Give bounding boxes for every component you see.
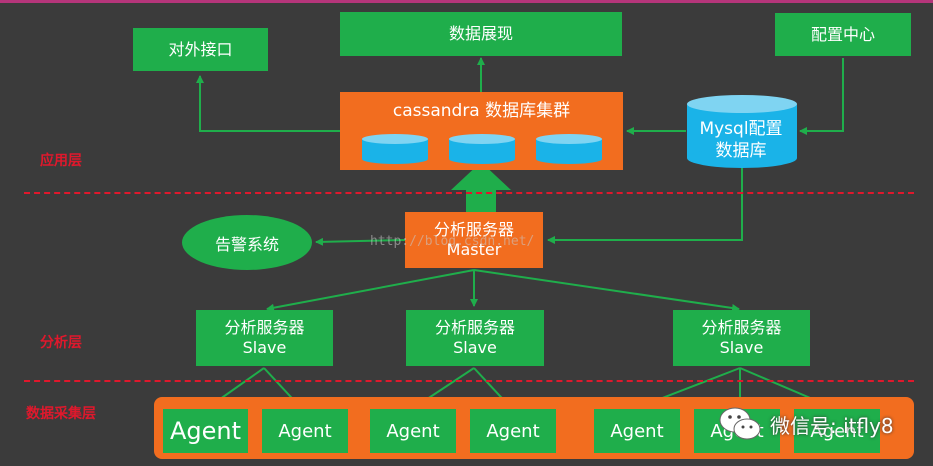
- edge-cassandra-to-api: [196, 75, 340, 132]
- master-label-line1: 分析服务器: [433, 220, 514, 239]
- node-alarm-system: 告警系统: [182, 215, 312, 270]
- master-label-line2: Master: [446, 240, 502, 259]
- layer-divider-bottom: [24, 380, 914, 382]
- node-analysis-slave-1: 分析服务器 Slave: [196, 310, 333, 366]
- top-accent-bar: [0, 0, 933, 3]
- slave-label-line2: Slave: [242, 338, 287, 357]
- layer-label-analysis: 分析层: [40, 335, 82, 351]
- node-analysis-slave-3: 分析服务器 Slave: [673, 310, 810, 366]
- mysql-label-line2: 数据库: [715, 141, 767, 162]
- slave-label-line1: 分析服务器: [224, 318, 305, 337]
- layer-divider-top: [24, 192, 914, 194]
- db-cylinder-icon: [536, 134, 602, 164]
- edge-master-to-slave-1: [266, 269, 475, 312]
- big-arrow-master-to-cassandra: [451, 162, 511, 212]
- slave-label-line1: 分析服务器: [434, 318, 515, 337]
- db-cylinder-icon: [362, 134, 428, 164]
- node-agent: Agent: [794, 409, 880, 453]
- edge-master-to-slave-3: [473, 269, 740, 312]
- cassandra-db-cylinders: [362, 134, 602, 164]
- node-agent: Agent: [594, 409, 680, 453]
- node-external-api: 对外接口: [133, 28, 268, 71]
- node-agent: Agent: [470, 409, 556, 453]
- slave-label-line1: 分析服务器: [701, 318, 782, 337]
- watermark-text: http://blog.csdn.net/: [370, 234, 535, 249]
- slave-label-line2: Slave: [719, 338, 764, 357]
- edge-mysql-to-master: [547, 168, 743, 244]
- wechat-watermark: 微信号: itfly8: [718, 396, 914, 452]
- node-mysql-config-db: Mysql配置 数据库: [686, 118, 796, 162]
- slave-label-line2: Slave: [453, 338, 497, 357]
- edge-master-to-alarm: [315, 237, 406, 246]
- node-data-display: 数据展现: [340, 12, 622, 56]
- cassandra-title: cassandra 数据库集群: [392, 101, 571, 121]
- node-analysis-master: 分析服务器 Master: [405, 212, 543, 268]
- mysql-db-cylinder-icon: [687, 95, 797, 168]
- wechat-icon: [719, 407, 761, 440]
- node-agent: Agent: [262, 409, 348, 453]
- wechat-id-text: 微信号: itfly8: [770, 413, 894, 438]
- node-agent: Agent: [163, 409, 248, 453]
- node-config-center: 配置中心: [775, 13, 911, 56]
- layer-label-app: 应用层: [40, 153, 82, 169]
- node-analysis-slave-2: 分析服务器 Slave: [406, 310, 544, 366]
- mysql-label-line1: Mysql配置: [699, 119, 783, 139]
- layer-label-collect: 数据采集层: [26, 406, 96, 422]
- node-agent: Agent: [370, 409, 456, 453]
- db-cylinder-icon: [449, 134, 515, 164]
- edge-config-to-mysql: [799, 58, 844, 135]
